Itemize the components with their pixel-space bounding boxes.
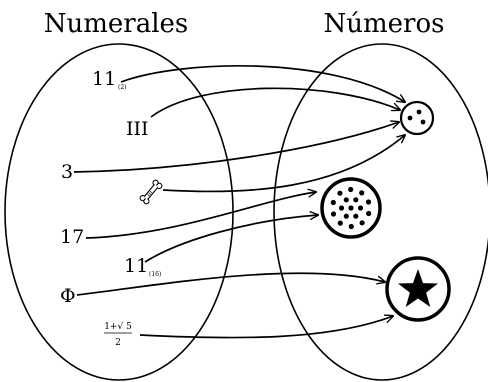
dot (337, 220, 343, 226)
hex-eleven-label: 11 (124, 255, 148, 277)
three-dots-circle-icon (399, 100, 435, 136)
hex-base-subscript: (16) (149, 271, 161, 278)
arrow-phi-to-star (76, 272, 385, 296)
numeros-set (273, 43, 488, 381)
numerales-title: Numerales (44, 9, 189, 39)
dot (330, 199, 336, 206)
dot (338, 205, 345, 211)
dot (337, 190, 343, 196)
arrow-seventeen-to-dots (85, 192, 316, 239)
dot (366, 210, 372, 217)
dot (343, 197, 349, 203)
arrow-hex-to-dots (144, 215, 318, 263)
arrow-roman-to-three (150, 87, 400, 118)
binary-base-subscript: (2) (118, 84, 127, 91)
arrow-fraction-to-star (139, 316, 393, 339)
dot (365, 199, 372, 205)
dot (348, 186, 354, 193)
numeral-binary-eleven: 11 (2) (92, 68, 127, 91)
star-circle-icon (385, 256, 451, 322)
arrow-binary-to-three (120, 64, 405, 102)
numeros-title: Números (324, 9, 445, 39)
dot (359, 190, 365, 196)
binary-eleven-label: 11 (92, 68, 116, 90)
dot (353, 213, 359, 219)
golden-numerator: 1+√ 5 (104, 321, 132, 332)
seventeen-dots-circle-icon (320, 177, 382, 239)
numeral-phi: Φ (60, 285, 76, 307)
dot (343, 213, 349, 219)
numeral-hex-eleven: 11 (16) (124, 255, 161, 278)
dot (353, 197, 359, 203)
numeral-arabic-three: 3 (61, 161, 73, 183)
dot (348, 223, 354, 230)
numeral-roman-three: III (126, 118, 149, 140)
arrow-arabic-to-three (73, 122, 399, 173)
dot (330, 211, 337, 217)
arrow-bone-to-three (162, 135, 405, 193)
bone-tally-icon (139, 179, 163, 205)
numeral-seventeen: 17 (60, 226, 84, 248)
dot (348, 205, 354, 211)
dot (357, 205, 364, 211)
dot (359, 220, 365, 226)
numeral-golden-fraction: 1+√ 5 2 (104, 321, 132, 348)
golden-denominator: 2 (115, 338, 121, 348)
